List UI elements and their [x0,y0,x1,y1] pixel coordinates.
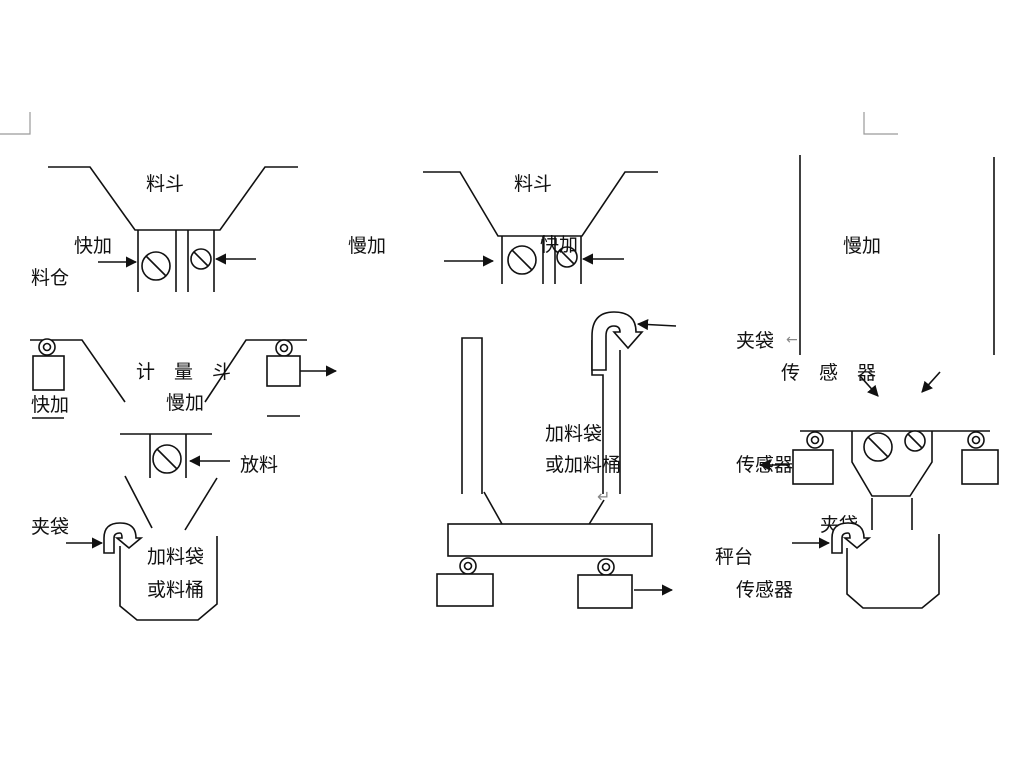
bag-or-bucket [846,534,940,609]
weigh-hopper-body [851,431,933,497]
silo-label: 料仓 [31,267,69,289]
bag-or-bucket [119,536,218,621]
chute-right [184,477,218,531]
fast-feed-label: 快加 [74,235,112,257]
slow-feed-label: 慢加 [843,235,881,257]
slow-label: 慢加 [166,392,204,414]
page-corner-mark-left [0,112,31,135]
scale-platform [447,523,653,557]
bag-clamp-label: 夹袋 [31,516,69,538]
panel-3: 慢加 夹袋 ← 传 感 器 传感器 夹袋 [715,155,999,609]
container-label-1: 加料袋 [545,423,602,445]
right-load-cell [961,431,999,485]
panel-2: 料斗 慢加 快加 加料袋 或加料桶 ↵ [348,171,677,609]
left-slant [483,491,503,525]
container-label-1: 加料袋 [147,546,204,568]
sensor-pointer-right [921,371,941,393]
return-mark: ↵ [597,487,610,506]
fast-feed-valve-icon [556,246,578,268]
right-platform-load-cell [577,558,633,609]
top-hopper [423,171,658,237]
left-arrow-mark: ← [786,332,798,348]
top-hopper [48,166,298,231]
right-load-cell [266,339,301,387]
hopper-label: 料斗 [146,173,184,195]
right-slant [587,499,605,527]
left-post [461,337,483,494]
hopper-label: 料斗 [514,173,552,195]
bag-clamp-arrow [636,318,677,331]
bag-clamp-label: 夹袋 [736,330,774,352]
sensor-pointer-left [859,375,879,397]
slow-feed-label: 慢加 [348,235,386,257]
platform-label: 秤台 [715,546,753,568]
container-label-2: 或加料桶 [545,454,621,476]
fast-feed-valve-icon [141,251,171,281]
page-corner-mark-right [863,112,898,135]
main-valve-icon [863,432,893,462]
discharge-label: 放料 [240,454,278,476]
container-label-2: 或料桶 [147,579,204,601]
chute-left [124,475,153,529]
secondary-valve-icon [904,430,926,452]
bag-clamp-icon [591,311,644,371]
left-load-cell [32,338,65,391]
left-platform-load-cell [436,557,494,607]
fast-label: 快加 [31,394,69,416]
sensor-label-top: 传 感 器 [781,362,876,384]
bag-clamp-icon [103,522,144,554]
discharge-valve-icon [152,444,182,474]
slow-feed-valve-icon [190,248,212,270]
slow-feed-valve-icon [507,245,537,275]
fast-feed-label: 快加 [540,234,578,256]
left-load-cell [792,431,834,485]
bag-clamp-icon [831,522,872,554]
panel-1: 料斗 快加 料仓 计 量 斗 快加 慢加 放料 [30,166,338,621]
weigh-hopper-label: 计 量 斗 [136,361,231,383]
sensor-label-bottom: 传感器 [736,579,793,601]
